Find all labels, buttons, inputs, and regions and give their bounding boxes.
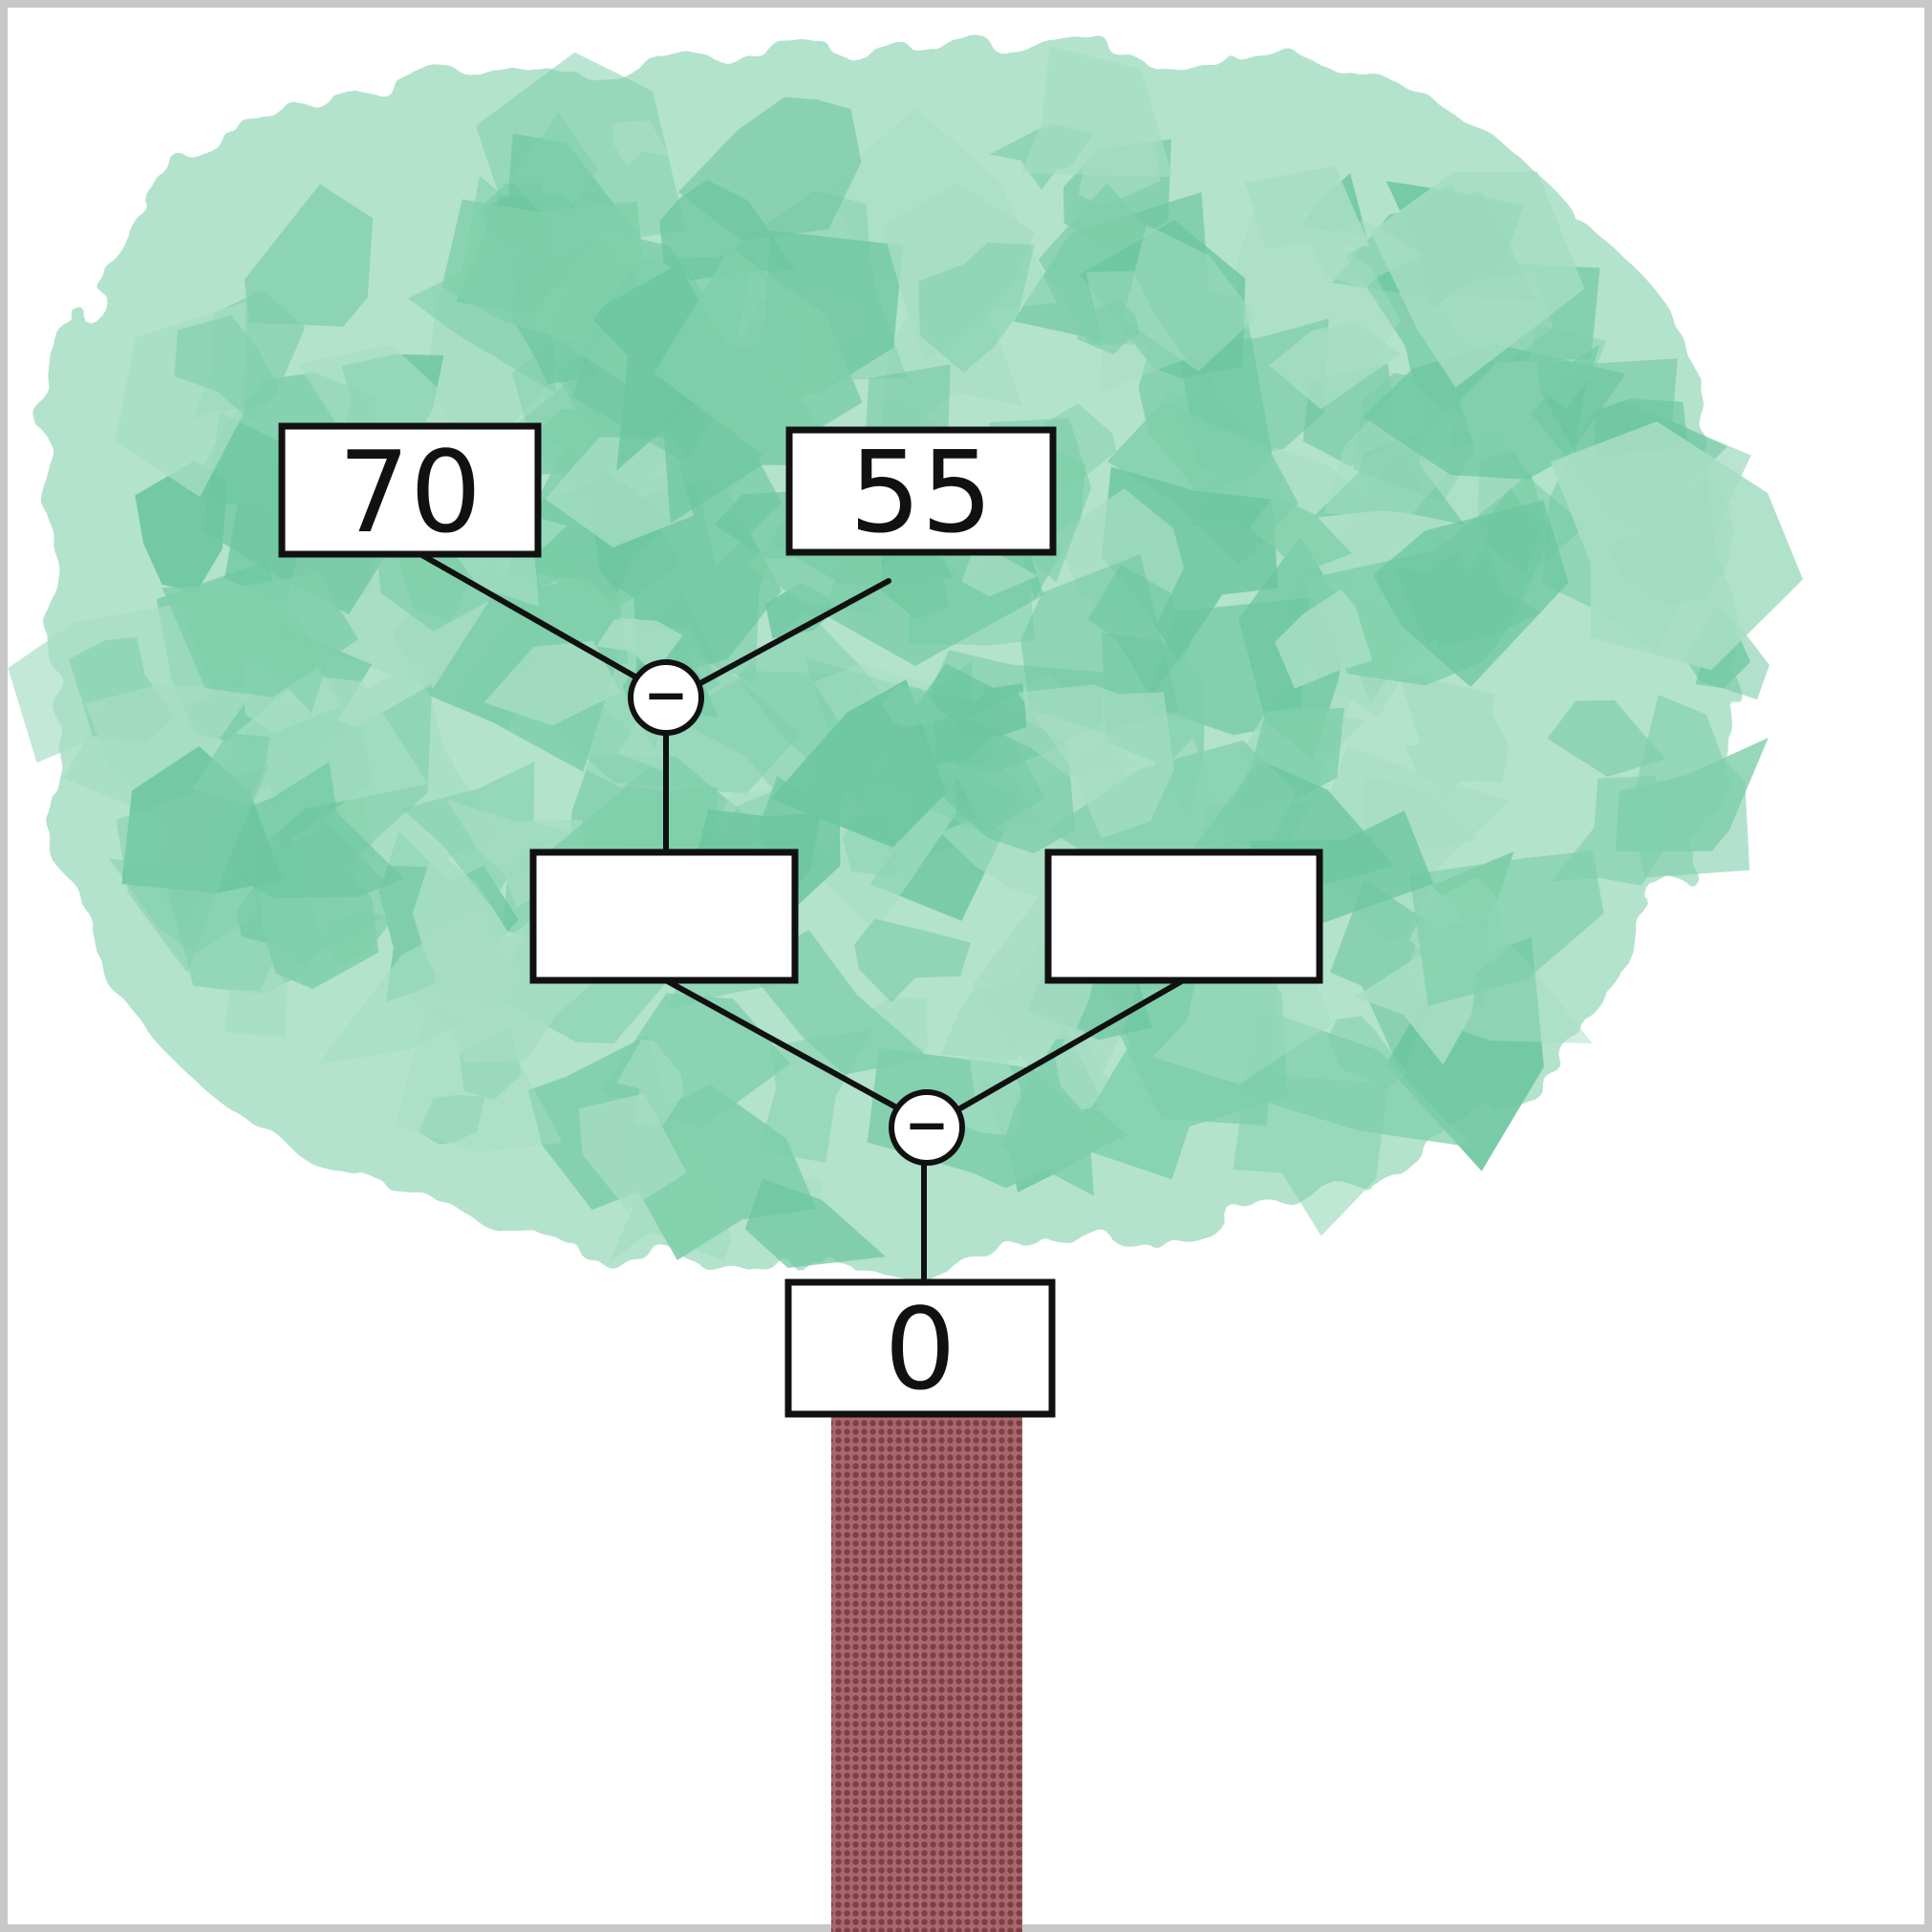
foliage-patch [1017, 684, 1174, 839]
foliage-patch [121, 745, 283, 893]
foliage-patch [1269, 322, 1401, 410]
foliage-patch [1152, 955, 1332, 1084]
foliage-patch [1087, 565, 1191, 697]
foliage-patch [116, 765, 269, 974]
foliage-patch [882, 684, 949, 728]
foliage-patch [510, 113, 598, 221]
foliage-patch [1363, 344, 1626, 480]
foliage-patch [854, 918, 971, 1003]
foliage-patch [1244, 165, 1370, 249]
middle-right-box[interactable] [1044, 848, 1323, 984]
foliage-patch [1021, 46, 1173, 178]
foliage-patch [192, 733, 270, 805]
top-right-value: 55 [849, 426, 993, 558]
foliage-patch [1275, 589, 1373, 689]
foliage-patch [395, 1002, 563, 1152]
foliage-patch [225, 963, 289, 1038]
foliage-patch [1370, 171, 1585, 388]
root-box: 0 [784, 1278, 1056, 1418]
foliage-patch [441, 199, 643, 342]
foliage-patch [1038, 403, 1117, 489]
top-left-box: 70 [278, 422, 542, 558]
middle-left-box[interactable] [529, 848, 799, 984]
foliage-patch [1550, 421, 1803, 671]
foliage-patch [174, 315, 280, 423]
foliage-patch [616, 1039, 684, 1126]
foliage-patch [1122, 225, 1256, 372]
foliage-patch [419, 1094, 485, 1145]
foliage-patch [1406, 713, 1510, 784]
foliage-patch [915, 663, 1011, 765]
foliage-patch [1249, 494, 1352, 574]
foliage-patch [951, 683, 1027, 737]
foliage-patch [319, 910, 394, 966]
upper-minus-sign: − [644, 665, 689, 727]
foliage-patch [1523, 324, 1607, 409]
foliage-patch [425, 905, 527, 1011]
foliage-patch [744, 1178, 886, 1268]
connector-70-to-upper-op [418, 551, 641, 681]
foliage-patch [596, 618, 683, 674]
connector-middle-left-to-lower-op [661, 977, 901, 1111]
connector-lines [418, 551, 1188, 1283]
foliage-patch [579, 1093, 687, 1211]
foliage-patch [135, 461, 227, 593]
lower-minus-operator: − [889, 1089, 965, 1166]
foliage-patch [1547, 699, 1665, 777]
foliage-patch [1372, 500, 1569, 687]
foliage-patch [232, 584, 327, 713]
tree-trunk [831, 1414, 1022, 1932]
connector-55-to-upper-op [698, 578, 891, 686]
foliage-patch [244, 183, 374, 327]
foliage-patch [85, 685, 256, 789]
foliage-patch [483, 640, 621, 726]
foliage-patch [918, 243, 1035, 373]
top-left-value: 70 [338, 426, 482, 558]
root-value: 0 [884, 1283, 955, 1415]
foliage-patch [1629, 695, 1750, 878]
foliage-patch [1312, 428, 1465, 525]
foliage-patch [1076, 298, 1140, 354]
foliage-patch [1409, 850, 1604, 1007]
foliage-patch [545, 437, 694, 547]
connector-middle-right-to-lower-op [957, 977, 1188, 1111]
foliage-patch [654, 247, 863, 460]
lower-minus-sign: − [905, 1095, 950, 1157]
upper-minus-operator: − [628, 659, 704, 736]
foliage-patch [659, 180, 796, 281]
foliage-patch [612, 120, 670, 165]
foliage-patch [393, 544, 468, 622]
top-right-box: 55 [785, 426, 1057, 558]
